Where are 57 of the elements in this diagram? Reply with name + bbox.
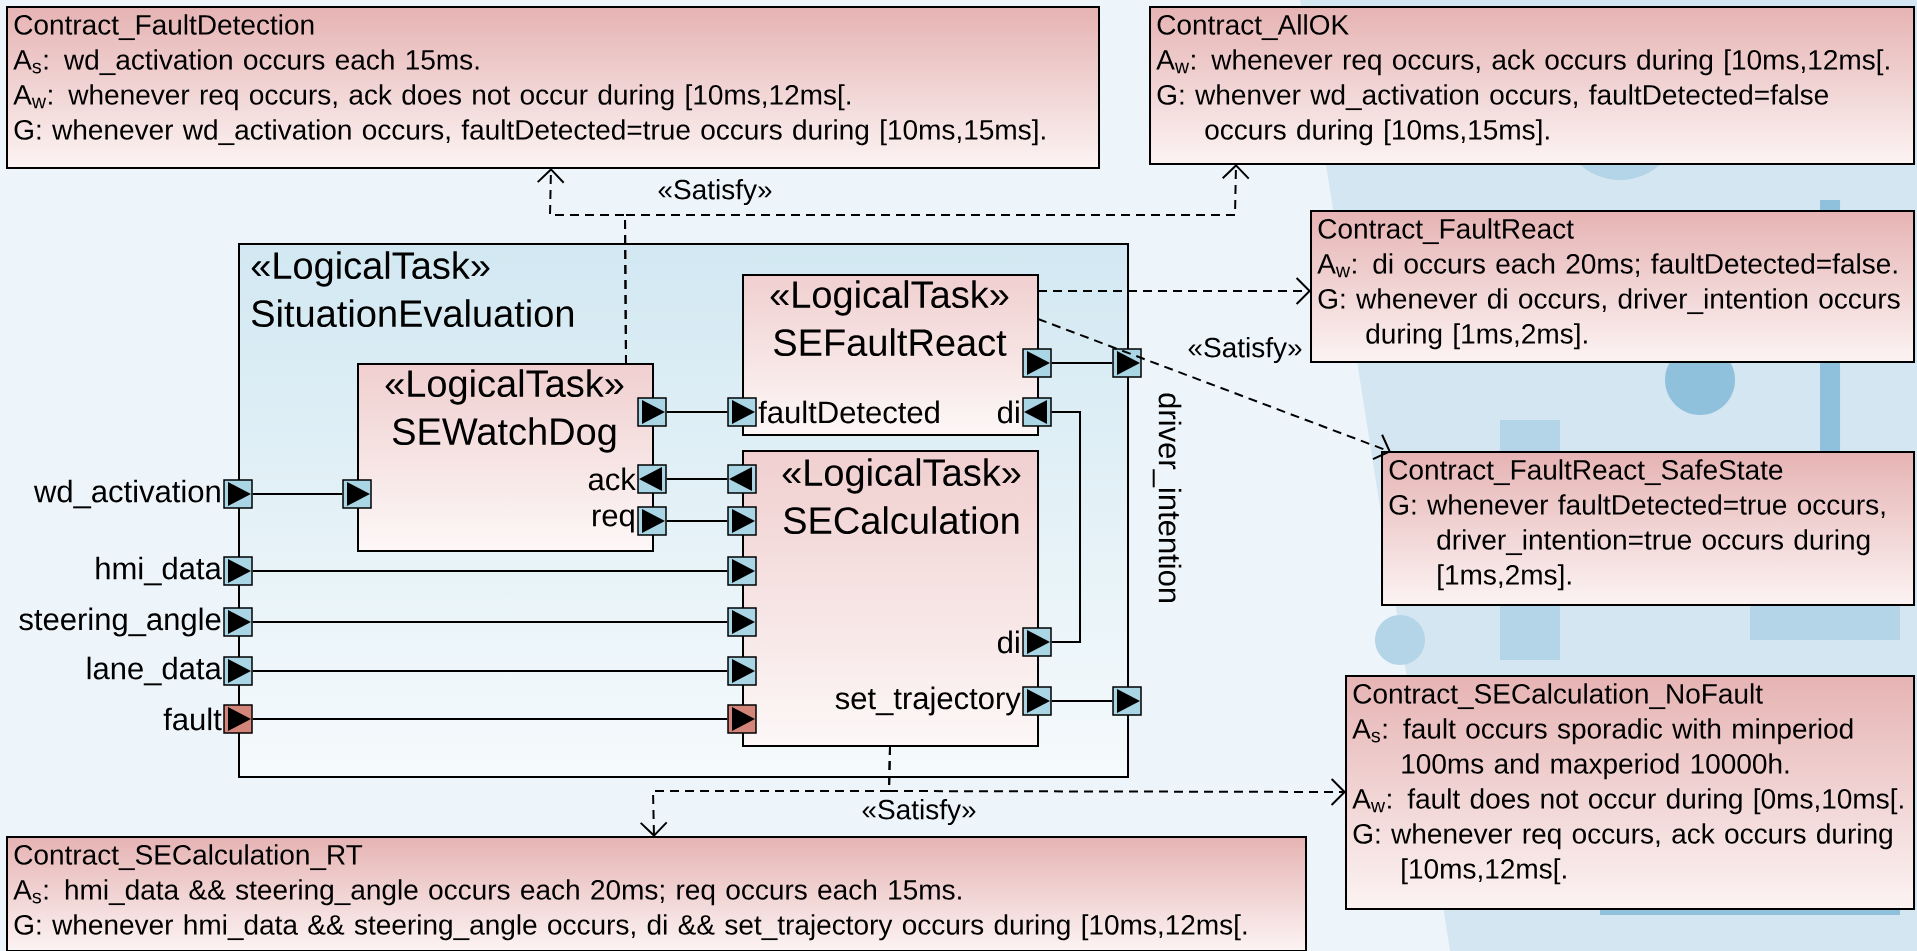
dependency-arrow [888, 745, 1346, 806]
connector [251, 621, 729, 623]
connector [665, 478, 729, 480]
port-label: di [998, 630, 1019, 654]
port [727, 656, 757, 686]
port [727, 607, 757, 637]
edge-label: «Satisfy» [655, 176, 775, 208]
connector [665, 411, 729, 413]
port-label: req [593, 509, 634, 533]
connector [1050, 411, 1081, 643]
port [727, 506, 757, 536]
port-label: faultDetected [758, 400, 939, 424]
port [1112, 686, 1142, 716]
contract-box: Contract_SECalculation_RT A$_{s}$: hmi_data && steering_angle occurs each 20ms; req occurs each 15ms. G: whenever hmi_data && steering_angle occurs, di && set_trajectory occurs during [10ms,12ms[. [6, 836, 1307, 951]
edge-label: «Satisfy» [859, 796, 979, 828]
port-label: driver_intention [1152, 393, 1182, 603]
port [1022, 686, 1052, 716]
dependency-arrow [1037, 318, 1391, 461]
port [223, 656, 253, 686]
connector [251, 493, 344, 495]
contract-box: Contract_SECalculation_NoFault A$_{s}$: fault occurs sporadic with minperiod 100ms and maxperiod 10000h. A$_{w}$: fault does not occur during [0ms,10ms[. G: whenever req occurs, ack occurs during [10ms,12ms[. [1345, 675, 1915, 910]
port [342, 479, 372, 509]
connector [251, 670, 729, 672]
contract-box: Contract_AllOK A$_{w}$: whenever req occurs, ack occurs during [10ms,12ms[. G: whenver wd_activation occurs, faultDetected=false occurs during [10ms,15ms]. [1149, 6, 1915, 165]
port [1022, 348, 1052, 378]
port [727, 464, 757, 494]
port [727, 556, 757, 586]
port [637, 397, 667, 427]
port-label: steering_angle [19, 607, 221, 637]
port-label: lane_data [87, 656, 222, 686]
connector [1050, 362, 1114, 364]
port [727, 397, 757, 427]
port-label: ack [588, 467, 636, 491]
contract-box: Contract_FaultReact_SafeState G: whenever faultDetected=true occurs, driver_intention=true occurs during [1ms,2ms]. [1381, 451, 1915, 606]
contract-box: Contract_FaultReact A$_{w}$: di occurs each 20ms; faultDetected=false. G: whenever di occurs, driver_intention occurs during [1ms,2ms]. [1310, 210, 1915, 363]
port [1022, 627, 1052, 657]
port [223, 704, 253, 734]
port [223, 607, 253, 637]
connector [251, 718, 729, 720]
connector [251, 570, 729, 572]
connector [1050, 700, 1114, 702]
port [223, 556, 253, 586]
port-label: hmi_data [96, 556, 222, 586]
port-label: set_trajectory [835, 686, 1021, 716]
port [223, 479, 253, 509]
port [637, 464, 667, 494]
contract-box: Contract_FaultDetection A$_{s}$: wd_activation occurs each 15ms. A$_{w}$: whenever req occurs, ack does not occur during [10ms,12ms[. G: whenever wd_activation occurs, faultDetected=true occurs during [10ms,15ms]. [6, 6, 1100, 169]
port-label: di [998, 400, 1019, 424]
port [727, 704, 757, 734]
port [1112, 348, 1142, 378]
port [637, 506, 667, 536]
port-label: fault [163, 707, 222, 731]
connector [665, 520, 729, 522]
dependency-arrow [1037, 277, 1311, 305]
edge-label: «Satisfy» [1185, 334, 1305, 366]
port [1022, 397, 1052, 427]
port-label: wd_activation [33, 479, 220, 509]
